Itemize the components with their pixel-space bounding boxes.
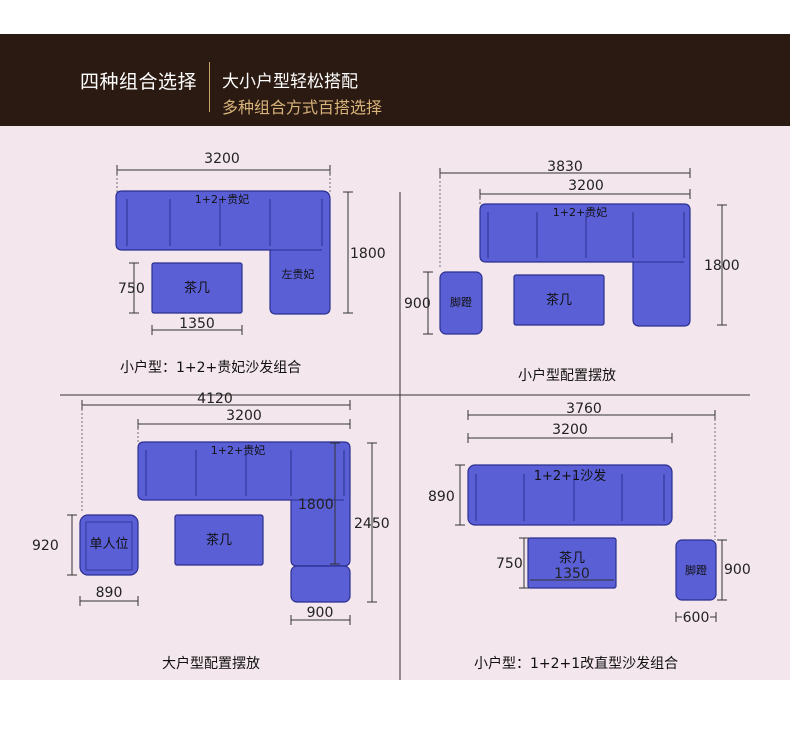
sofa-4-label: 1+2+1沙发 xyxy=(534,468,607,484)
ottoman-2-label: 脚蹬 xyxy=(450,295,472,309)
dim-2-ottoman-h: 900 xyxy=(404,296,431,312)
dim-4-ottoman-w: 600 xyxy=(683,610,710,626)
dim-1-table-w: 1350 xyxy=(179,316,215,332)
dim-4-overall: 3760 xyxy=(566,401,602,417)
dim-2-overall: 3830 xyxy=(547,159,583,175)
sofa-3-label: 1+2+贵妃 xyxy=(211,443,265,457)
chair-3 xyxy=(79,514,139,576)
dim-4-ottoman-h: 900 xyxy=(724,562,751,578)
table-3 xyxy=(174,514,264,566)
caption-4: 小户型：1+2+1改直型沙发组合 xyxy=(474,655,678,672)
table-3-label: 茶几 xyxy=(206,532,232,548)
sofa-2-label: 1+2+贵妃 xyxy=(553,205,607,219)
layout-4: 3760 3200 1+2+1沙发 890 茶几 1350 750 脚蹬 90 xyxy=(428,401,751,672)
header-banner: 四种组合选择 大小户型轻松搭配 多种组合方式百搭选择 xyxy=(0,34,790,126)
chaise-1-label: 左贵妃 xyxy=(282,267,315,281)
layout-3: 4120 3200 1+2+贵妃 1800 2450 茶几 单人位 xyxy=(32,391,390,672)
dim-4-table-h: 750 xyxy=(496,556,523,572)
caption-3: 大户型配置摆放 xyxy=(162,655,260,672)
dim-3-right: 2450 xyxy=(354,516,390,532)
header-title-right-2: 多种组合方式百搭选择 xyxy=(222,98,383,117)
table-1 xyxy=(151,262,243,314)
ottoman-4-label: 脚蹬 xyxy=(685,563,707,577)
chair-3-label: 单人位 xyxy=(89,537,128,552)
ottoman-4 xyxy=(675,539,717,601)
header-title-left: 四种组合选择 xyxy=(80,71,198,93)
dim-1-right: 1800 xyxy=(350,246,386,262)
table-1-label: 茶几 xyxy=(184,280,210,296)
sofa-4-straight xyxy=(467,464,673,526)
dim-4-table-w: 1350 xyxy=(554,566,590,582)
layout-1: 3200 1+2+贵妃 左贵妃 1800 茶几 750 1350 小户型：1+2… xyxy=(115,151,386,376)
header-separator xyxy=(209,62,210,112)
dim-4-top: 3200 xyxy=(552,422,588,438)
table-2-label: 茶几 xyxy=(546,292,572,308)
dim-2-right: 1800 xyxy=(704,258,740,274)
sofa-3-sectional xyxy=(137,441,351,567)
dim-3-top: 3200 xyxy=(226,408,262,424)
caption-1: 小户型：1+2+贵妃沙发组合 xyxy=(120,359,301,376)
sofa-1-label: 1+2+贵妃 xyxy=(195,192,249,206)
table-2 xyxy=(513,274,605,326)
table-4 xyxy=(527,537,617,589)
dim-4-sofa-h: 890 xyxy=(428,489,455,505)
ottoman-3 xyxy=(290,565,351,603)
dim-3-inner-right: 1800 xyxy=(298,497,334,513)
ottoman-2 xyxy=(439,271,483,335)
sofa-2-sectional xyxy=(479,203,691,327)
dim-1-top: 3200 xyxy=(204,151,240,167)
header-title-right-1: 大小户型轻松搭配 xyxy=(222,72,358,92)
caption-2: 小户型配置摆放 xyxy=(518,367,616,384)
dim-3-chair-h: 920 xyxy=(32,538,59,554)
dim-3-chair-w: 890 xyxy=(96,585,123,601)
layout-2: 3830 3200 1+2+贵妃 1800 茶几 脚蹬 900 小户型配置摆放 xyxy=(404,159,740,384)
table-4-label: 茶几 xyxy=(559,550,585,566)
dim-3-ottoman-w: 900 xyxy=(307,605,334,621)
dim-1-table-h: 750 xyxy=(118,281,145,297)
dim-2-top: 3200 xyxy=(568,178,604,194)
dim-3-overall: 4120 xyxy=(197,391,233,407)
